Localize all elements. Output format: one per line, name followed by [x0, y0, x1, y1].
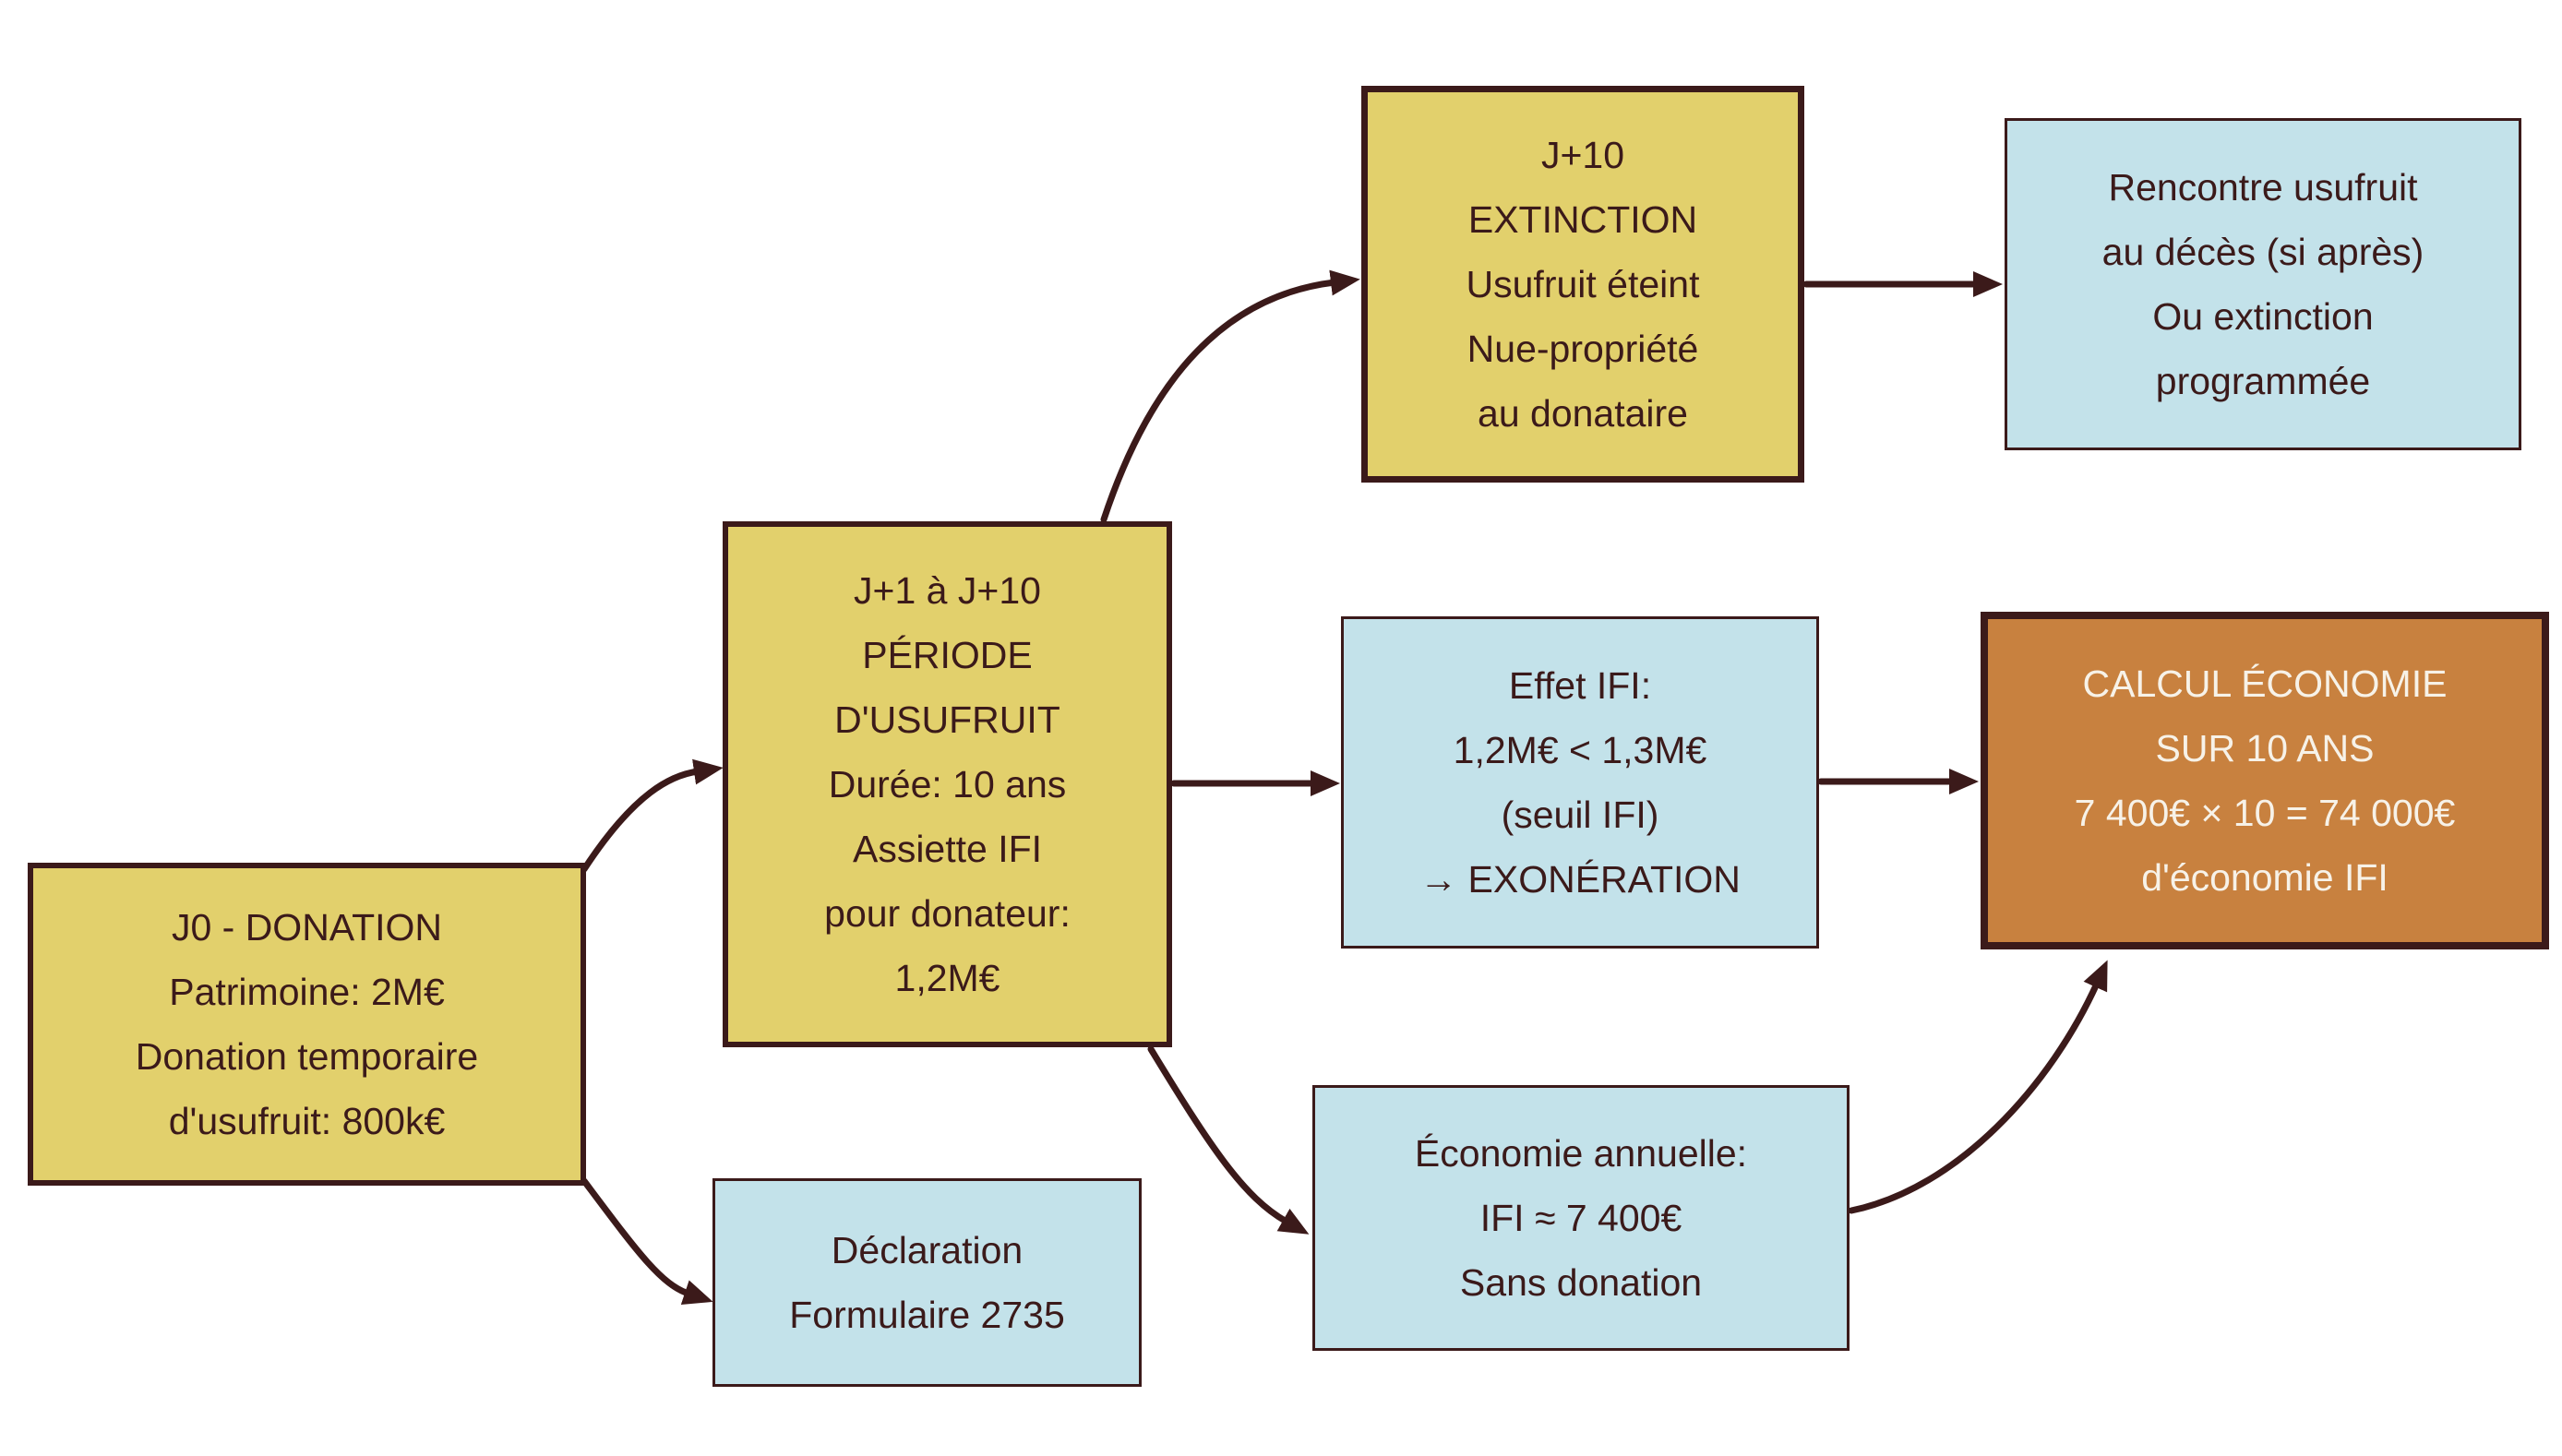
node-line: D'USUFRUIT	[834, 698, 1060, 741]
node-line: PÉRIODE	[862, 634, 1033, 676]
node-line: J+10	[1540, 134, 1625, 176]
node-donation: J0 - DONATION Patrimoine: 2M€ Donation t…	[28, 863, 586, 1186]
node-line: programmée	[2155, 360, 2371, 402]
node-line: Déclaration	[831, 1229, 1024, 1271]
node-effet-ifi: Effet IFI: 1,2M€ < 1,3M€ (seuil IFI) → E…	[1341, 616, 1819, 949]
node-line: Patrimoine: 2M€	[169, 971, 445, 1013]
node-line: J0 - DONATION	[171, 906, 443, 949]
node-line: (seuil IFI)	[1501, 794, 1659, 836]
arrow-economie-to-calcul	[1848, 960, 2108, 1214]
node-line: Effet IFI:	[1508, 664, 1652, 707]
node-line: Usufruit éteint	[1466, 263, 1700, 305]
node-line: → EXONÉRATION	[1419, 858, 1741, 901]
node-line: au décès (si après)	[2101, 231, 2424, 273]
node-extinction: J+10 EXTINCTION Usufruit éteint Nue-prop…	[1361, 86, 1804, 483]
arrow-periode-to-extinction	[1100, 269, 1360, 523]
node-line: Formulaire 2735	[789, 1294, 1065, 1336]
arrow-periode-to-economie	[1147, 1045, 1310, 1235]
node-line: d'usufruit: 800k€	[168, 1100, 446, 1142]
node-line: au donataire	[1478, 392, 1688, 435]
node-line: Durée: 10 ans	[828, 763, 1067, 806]
node-line: Rencontre usufruit	[2108, 166, 2418, 209]
node-line: Donation temporaire	[135, 1035, 479, 1078]
node-line: Assiette IFI	[852, 828, 1043, 870]
arrow-donation-to-periode	[581, 758, 724, 873]
node-line: 1,2M€	[894, 957, 1000, 999]
node-calcul: CALCUL ÉCONOMIE SUR 10 ANS 7 400€ × 10 =…	[1981, 612, 2549, 949]
arrow-donation-to-declaration	[581, 1177, 713, 1306]
node-line: 7 400€ × 10 = 74 000€	[2074, 792, 2456, 834]
node-line: Économie annuelle:	[1414, 1132, 1748, 1175]
node-economie: Économie annuelle: IFI ≈ 7 400€ Sans don…	[1312, 1085, 1850, 1351]
node-line: CALCUL ÉCONOMIE	[2082, 662, 2448, 705]
node-rencontre: Rencontre usufruit au décès (si après) O…	[2005, 118, 2521, 450]
node-line: Ou extinction	[2152, 295, 2374, 338]
node-periode: J+1 à J+10 PÉRIODE D'USUFRUIT Durée: 10 …	[723, 521, 1172, 1047]
node-line: J+1 à J+10	[854, 569, 1041, 612]
node-line: 1,2M€ < 1,3M€	[1453, 729, 1707, 771]
node-line: SUR 10 ANS	[2155, 727, 2375, 770]
node-line: pour donateur:	[824, 892, 1071, 935]
node-line: Nue-propriété	[1467, 328, 1699, 370]
node-line: Sans donation	[1459, 1261, 1703, 1304]
node-declaration: Déclaration Formulaire 2735	[712, 1178, 1142, 1387]
node-line: EXTINCTION	[1467, 198, 1698, 241]
node-line: IFI ≈ 7 400€	[1479, 1197, 1682, 1239]
node-line: d'économie IFI	[2141, 856, 2388, 899]
